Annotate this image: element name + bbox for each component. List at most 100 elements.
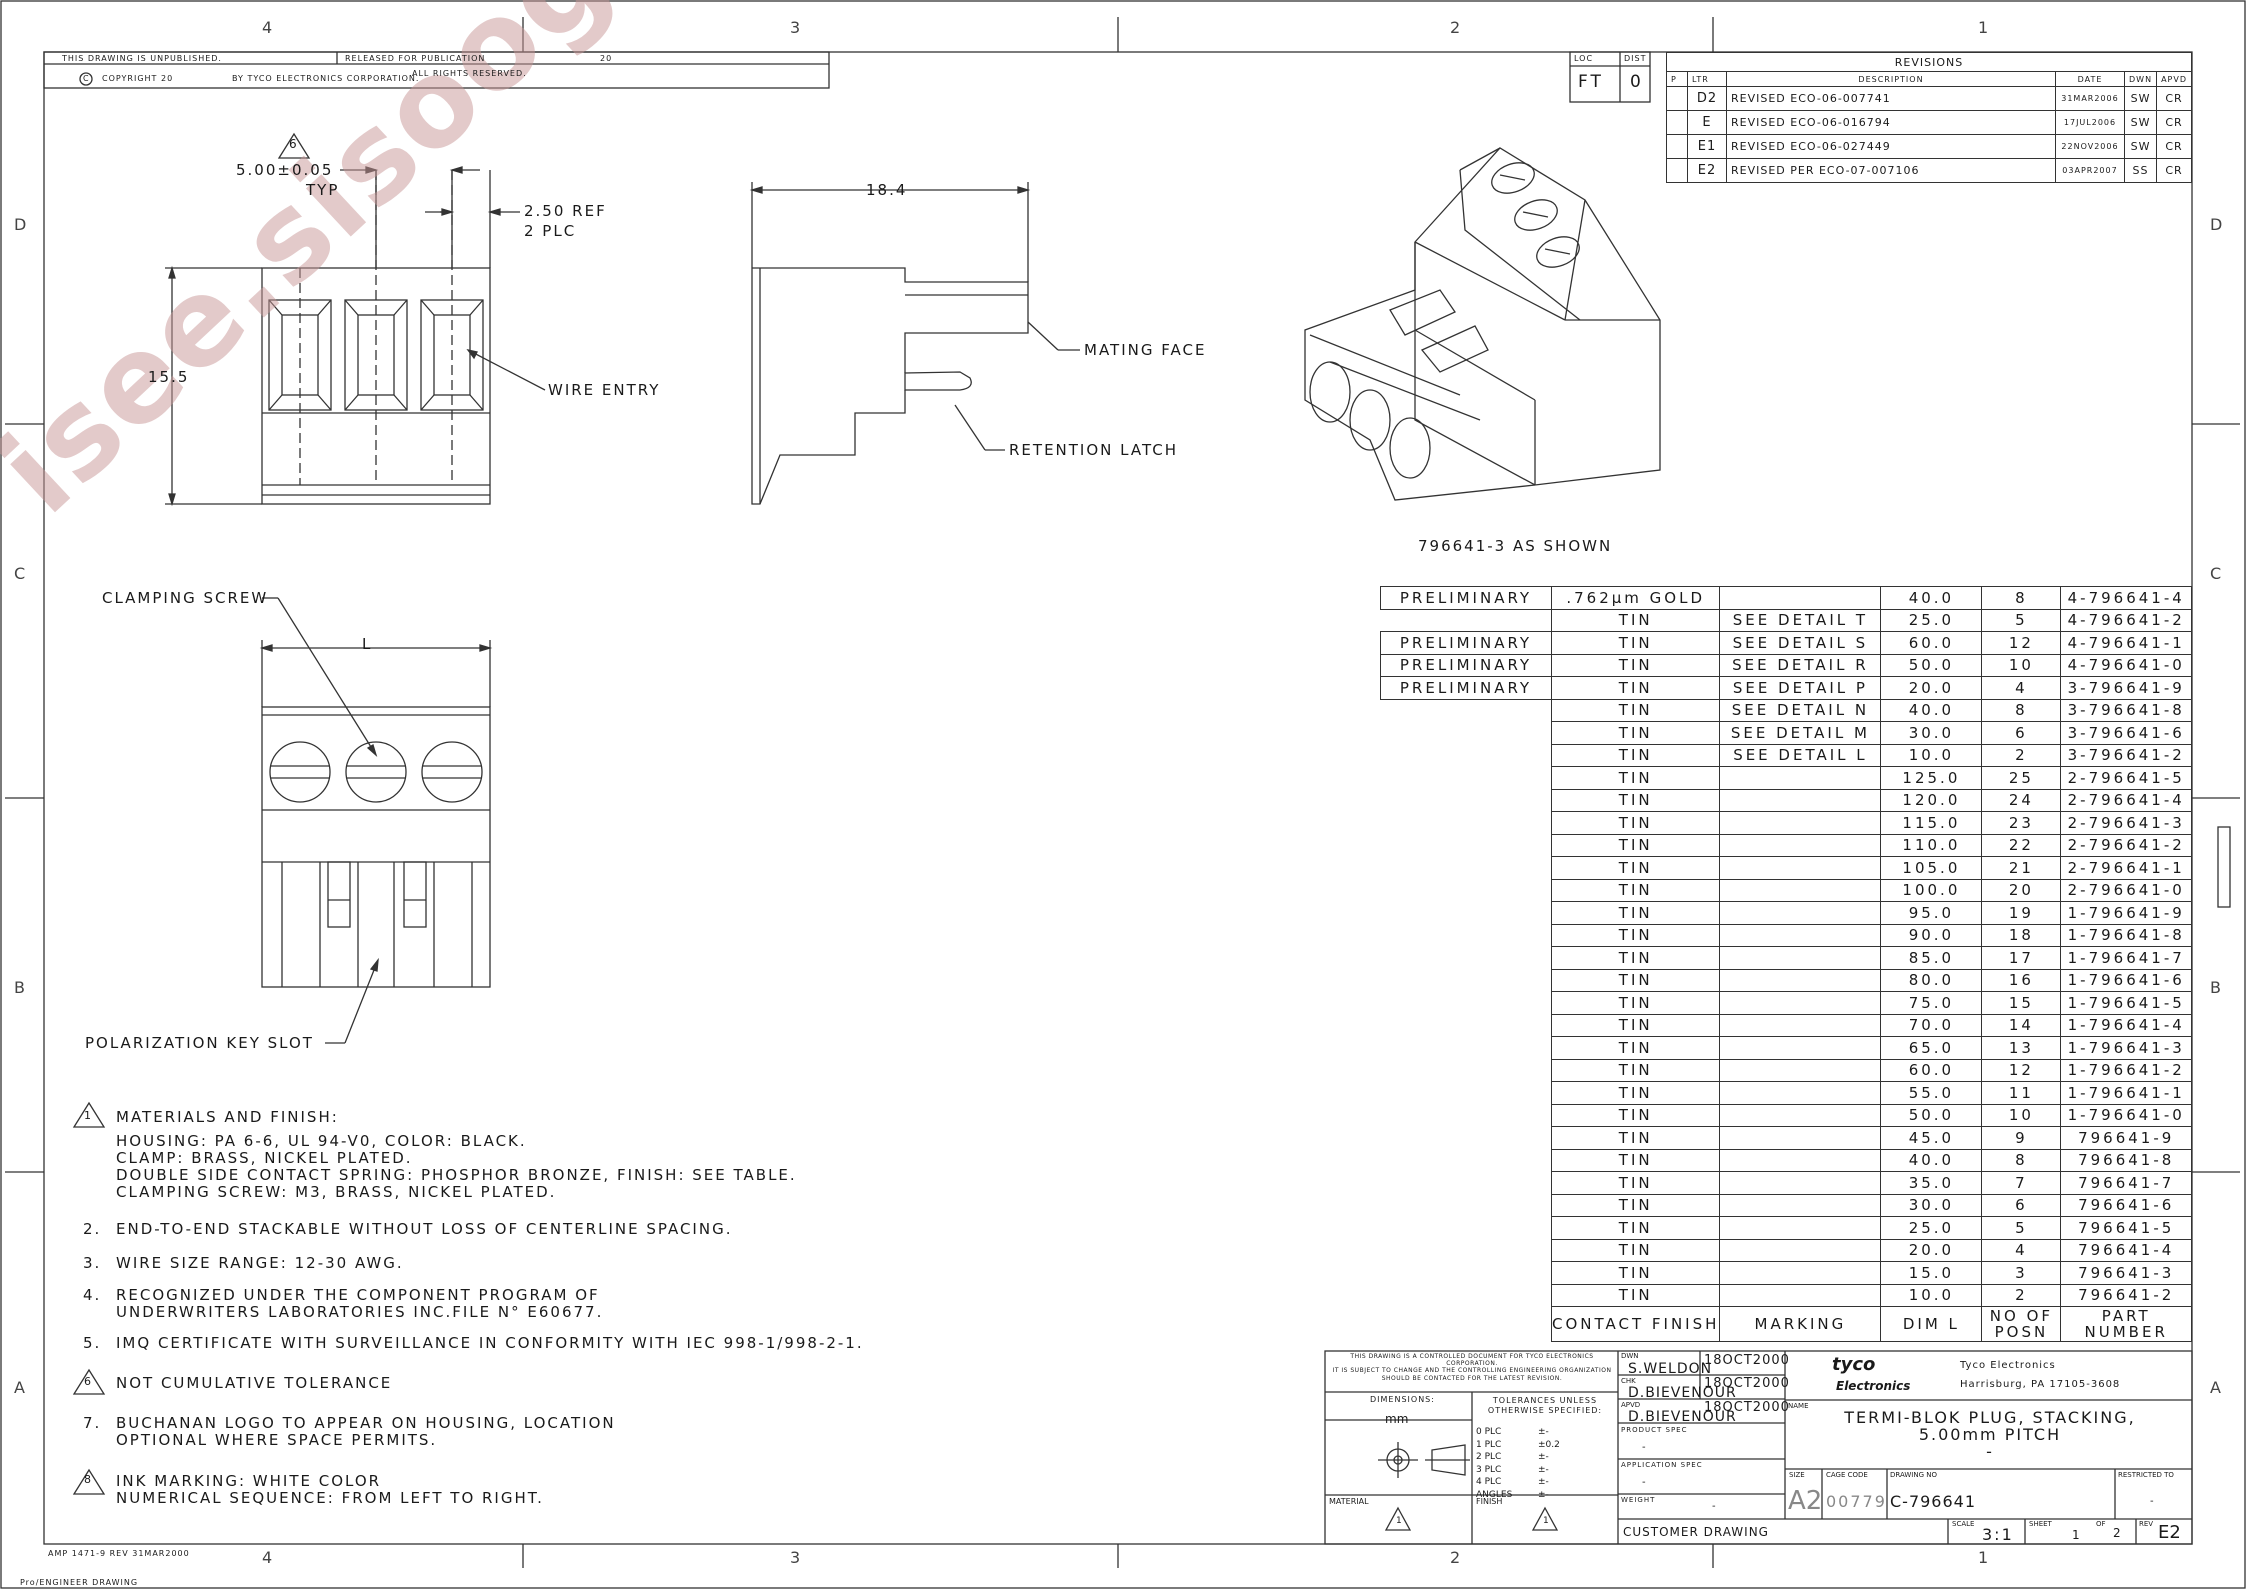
row-posn: 4 [1981, 1238, 2062, 1262]
apvd-date: 18OCT2000 [1704, 1400, 1790, 1415]
zone-label-left: D [14, 215, 27, 234]
row-posn: 6 [1981, 721, 2062, 745]
row-marking [1719, 833, 1882, 857]
drawing-title: TERMI-BLOK PLUG, STACKING,5.00mm PITCH- [1800, 1409, 2180, 1460]
row-status [1381, 857, 1552, 880]
revisions-title: REVISIONS [1666, 52, 2192, 72]
row-marking [1719, 1216, 1882, 1240]
row-posn: 17 [1981, 946, 2062, 970]
controlled-doc-line: SHOULD BE CONTACTED FOR THE LATEST REVIS… [1381, 1374, 1563, 1382]
rights-label: ALL RIGHTS RESERVED. [412, 69, 527, 78]
row-marking [1719, 1148, 1882, 1172]
rev-p [1666, 158, 1688, 183]
width-dimension: 18.4 [866, 181, 908, 199]
row-posn: 4 [1981, 676, 2062, 700]
row-contact-finish: TIN [1550, 991, 1721, 1015]
row-marking [1719, 1238, 1882, 1262]
row-marking [1719, 968, 1882, 992]
row-part-number: 796641-6 [2060, 1193, 2192, 1217]
row-part-number: 3-796641-8 [2060, 698, 2192, 722]
note-number: 7. [83, 1414, 102, 1432]
tyco-logo: tyco [1832, 1354, 1876, 1375]
row-dim-l: 100.0 [1880, 878, 1983, 902]
tolerance-place: ANGLES [1476, 1489, 1513, 1500]
restricted-label: RESTRICTED TO [2118, 1471, 2174, 1479]
wire-entry-callout: WIRE ENTRY [548, 381, 661, 399]
note-line: BUCHANAN LOGO TO APPEAR ON HOUSING, LOCA… [116, 1414, 616, 1432]
row-posn: 18 [1981, 923, 2062, 947]
row-part-number: 3-796641-6 [2060, 721, 2192, 745]
row-status: PRELIMINARY [1380, 653, 1552, 677]
row-dim-l: 20.0 [1880, 676, 1983, 700]
note-number: 4. [83, 1286, 102, 1304]
row-status [1381, 1262, 1552, 1285]
row-part-number: 3-796641-2 [2060, 743, 2192, 767]
row-marking [1719, 1013, 1882, 1037]
row-dim-l: 60.0 [1880, 1058, 1983, 1082]
rev-p [1666, 86, 1688, 111]
row-marking [1719, 1261, 1882, 1285]
zone-label-right: B [2210, 978, 2221, 997]
row-posn: 12 [1981, 1058, 2062, 1082]
row-marking [1719, 766, 1882, 790]
row-status [1381, 1172, 1552, 1195]
note-line: RECOGNIZED UNDER THE COMPONENT PROGRAM O… [116, 1286, 600, 1304]
row-dim-l: 40.0 [1880, 1148, 1983, 1172]
rev-header-p: P [1666, 71, 1688, 87]
row-status: PRELIMINARY [1380, 586, 1552, 610]
clamping-screw-callout: CLAMPING SCREW [102, 589, 269, 607]
rev-p [1666, 134, 1688, 159]
product-spec-label: PRODUCT SPEC [1621, 1426, 1688, 1434]
header-dim-l: DIM L [1880, 1306, 1983, 1342]
row-dim-l: 125.0 [1880, 766, 1983, 790]
row-part-number: 796641-3 [2060, 1261, 2192, 1285]
rev-date: 22NOV2006 [2055, 134, 2125, 159]
row-part-number: 4-796641-0 [2060, 653, 2192, 677]
row-contact-finish: .762µm GOLD [1550, 586, 1721, 610]
note-number: 2. [83, 1220, 102, 1238]
row-status [1381, 947, 1552, 970]
row-contact-finish: TIN [1550, 788, 1721, 812]
company-name: Tyco Electronics [1960, 1360, 2056, 1371]
row-part-number: 2-796641-0 [2060, 878, 2192, 902]
zone-label-bottom: 3 [790, 1548, 801, 1567]
row-posn: 8 [1981, 1148, 2062, 1172]
row-posn: 8 [1981, 698, 2062, 722]
rev-p [1666, 110, 1688, 135]
note-line: HOUSING: PA 6-6, UL 94-V0, COLOR: BLACK. [116, 1132, 527, 1150]
row-posn: 22 [1981, 833, 2062, 857]
row-marking [1719, 586, 1882, 610]
row-part-number: 2-796641-3 [2060, 811, 2192, 835]
row-contact-finish: TIN [1550, 1238, 1721, 1262]
note-line: INK MARKING: WHITE COLOR [116, 1472, 382, 1490]
note-line: NOT CUMULATIVE TOLERANCE [116, 1374, 393, 1392]
scale-value: 3:1 [1982, 1525, 2014, 1544]
row-part-number: 2-796641-5 [2060, 766, 2192, 790]
row-marking [1719, 788, 1882, 812]
rev-ltr: E [1687, 110, 1727, 135]
row-contact-finish: TIN [1550, 766, 1721, 790]
pitch-dimension: 5.00±0.05 [236, 161, 334, 179]
row-dim-l: 80.0 [1880, 968, 1983, 992]
row-contact-finish: TIN [1550, 608, 1721, 632]
sheet-value: 1 [2072, 1528, 2080, 1542]
dim-l-label: L [362, 635, 373, 653]
tolerance-place: 0 PLC [1476, 1427, 1502, 1437]
rev-date: 31MAR2006 [2055, 86, 2125, 111]
row-status: PRELIMINARY [1380, 631, 1552, 655]
row-part-number: 1-796641-5 [2060, 991, 2192, 1015]
zone-label-bottom: 2 [1450, 1548, 1461, 1567]
row-contact-finish: TIN [1550, 631, 1721, 655]
software-label: Pro/ENGINEER DRAWING [20, 1578, 139, 1587]
copyright-symbol: C [83, 74, 90, 83]
row-marking: SEE DETAIL T [1719, 608, 1882, 632]
row-contact-finish: TIN [1550, 653, 1721, 677]
row-marking [1719, 1058, 1882, 1082]
electronics-logo: Electronics [1836, 1379, 1911, 1393]
